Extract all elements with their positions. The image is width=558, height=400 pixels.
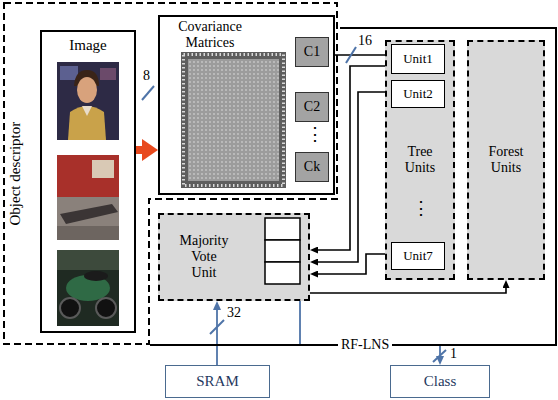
chip-image xyxy=(181,52,286,188)
node-label: C1 xyxy=(304,44,320,60)
label-holder: ⋮ xyxy=(412,198,430,219)
node-label: Object descriptor xyxy=(7,122,24,226)
tree-unit: Unit7 xyxy=(391,242,445,270)
matrix-cell: C2 xyxy=(295,92,329,122)
photo-detail xyxy=(77,77,97,103)
class-block: Class xyxy=(390,365,490,398)
signal-wire xyxy=(216,310,218,365)
node-label: Unit2 xyxy=(403,87,433,102)
photo-detail xyxy=(57,155,119,197)
bus-tick xyxy=(433,350,446,362)
signal-wire xyxy=(318,254,391,274)
node-label: Unit7 xyxy=(403,249,433,264)
label-holder: ⋮ xyxy=(306,124,324,145)
matrix-cell: Ck xyxy=(295,152,329,182)
node-label: Class xyxy=(424,373,457,390)
photo-detail xyxy=(84,271,108,281)
tree-unit: Unit1 xyxy=(391,44,445,74)
node-label: Forest Units xyxy=(476,144,536,176)
photo-detail xyxy=(60,298,80,318)
label-holder: 32 xyxy=(227,305,241,321)
annotation-label: 8 xyxy=(143,68,150,84)
node-label: Unit1 xyxy=(403,52,433,67)
block-name: RF-LNS xyxy=(338,337,392,353)
label-holder: 16 xyxy=(358,33,372,49)
block-outline xyxy=(150,28,556,345)
data-flow-arrow xyxy=(136,146,142,154)
signal-wire xyxy=(310,288,506,293)
node-label: Majority Vote Unit xyxy=(178,233,230,281)
matrix-cell: C1 xyxy=(295,37,329,67)
bus-width-label: 1 xyxy=(450,346,457,362)
signal-wire xyxy=(335,54,391,56)
node-label: Image xyxy=(69,37,106,54)
tree-units-group: Tree Units Unit1Unit2Unit7 xyxy=(385,40,455,280)
photo-detail xyxy=(92,160,114,178)
photo-detail xyxy=(60,66,78,80)
bus-tick xyxy=(142,86,154,100)
signal-wire xyxy=(300,301,440,356)
bus-width-label: 32 xyxy=(227,305,241,321)
rotated-heading-holder: Object descriptor xyxy=(3,2,29,345)
bus-tick xyxy=(346,47,356,63)
node-label: SRAM xyxy=(196,373,239,390)
label-holder: 8 xyxy=(143,68,150,84)
photo-detail xyxy=(57,250,119,270)
chip-pins xyxy=(184,55,284,186)
sram-block: SRAM xyxy=(165,365,270,398)
forest-units-group: Forest Units xyxy=(467,40,545,280)
node-label: C2 xyxy=(304,99,320,115)
label-holder: RF-LNS xyxy=(338,337,392,353)
photo-detail xyxy=(96,298,116,318)
photo-detail xyxy=(68,106,106,140)
bus-width-label: 16 xyxy=(358,33,372,49)
annotation-label: ⋮ xyxy=(412,198,430,219)
label-holder: 1 xyxy=(450,346,457,362)
chip-die xyxy=(188,59,279,181)
photo-detail xyxy=(57,226,119,240)
photo-detail xyxy=(100,68,116,80)
tree-unit: Unit2 xyxy=(391,80,445,108)
region-outline xyxy=(4,3,337,344)
register-cell xyxy=(265,262,300,284)
bus-tick xyxy=(210,320,224,334)
register-cell xyxy=(265,218,300,240)
annotation-label: ⋮ xyxy=(306,124,324,145)
node-label: Covariance Matrices xyxy=(164,19,256,51)
register-cell xyxy=(265,240,300,262)
photo xyxy=(57,155,119,240)
photo-detail xyxy=(82,106,92,116)
node-label: Ck xyxy=(304,159,320,175)
photo-detail xyxy=(60,204,118,224)
node-label: Tree Units xyxy=(392,144,448,176)
photo xyxy=(57,62,119,140)
photo xyxy=(57,250,119,326)
